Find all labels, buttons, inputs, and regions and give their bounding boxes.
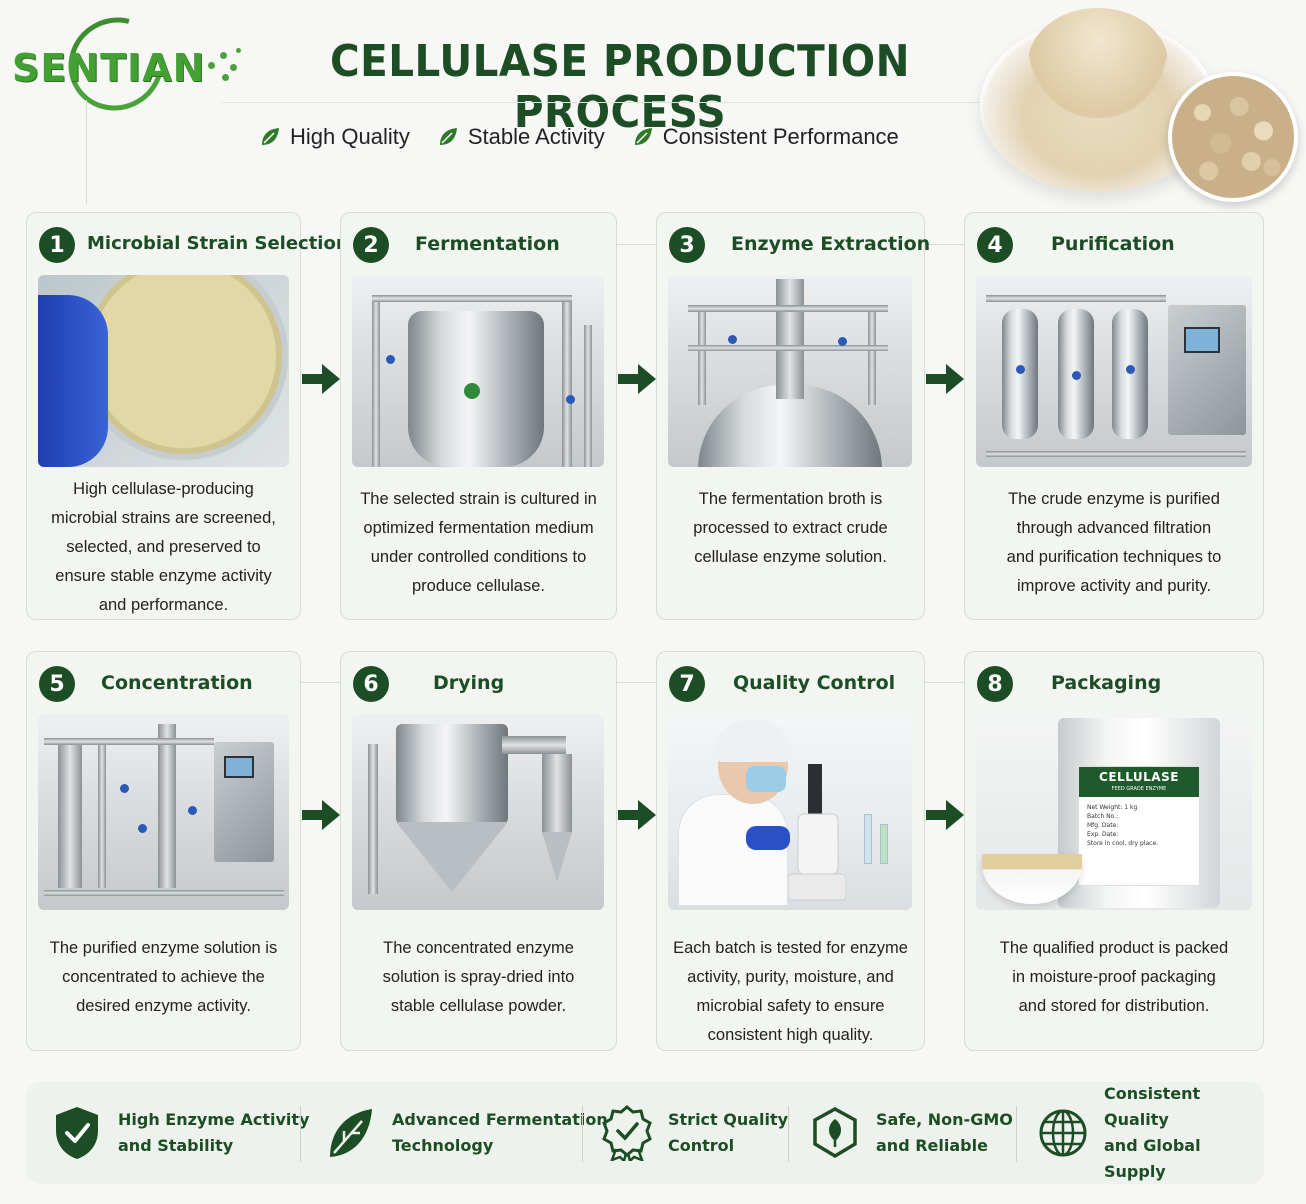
tagline-label: High Quality (290, 124, 410, 149)
fermenter-photo (352, 275, 604, 467)
extraction-equipment-photo (668, 275, 912, 467)
step-title: Microbial Strain Selection (87, 233, 349, 254)
leaf-icon (634, 128, 652, 145)
step-title: Purification (1051, 233, 1175, 255)
step-number: 6 (353, 666, 389, 702)
tagline-label: Stable Activity (467, 124, 605, 149)
divider (300, 1106, 301, 1162)
arrow-right-icon (618, 800, 656, 830)
step-number: 3 (669, 227, 705, 263)
connector-line (300, 682, 340, 683)
step-card-3: 3 Enzyme Extraction The fermentation bro… (656, 212, 930, 620)
tagline-label: Consistent Performance (662, 124, 899, 149)
purification-equipment-photo (976, 275, 1252, 467)
connector-line (924, 682, 964, 683)
divider (788, 1106, 789, 1162)
step-number: 2 (353, 227, 389, 263)
glove-shape (38, 295, 108, 467)
step-number: 8 (977, 666, 1013, 702)
step-card-1: 1 Microbial Strain Selection High cellul… (26, 212, 349, 620)
granules-image (1168, 72, 1298, 202)
step-card-4: 4 Purification The crude enzyme is purif… (964, 212, 1264, 620)
arrow-right-icon (926, 800, 964, 830)
product-name: CELLULASE (1099, 770, 1179, 784)
step-number: 7 (669, 666, 705, 702)
step-title: Concentration (101, 672, 253, 694)
arrow-right-icon (302, 800, 340, 830)
step-title: Fermentation (415, 233, 560, 255)
step-card-2: 2 Fermentation The selected strain is cu… (340, 212, 617, 620)
step-title: Packaging (1051, 672, 1162, 694)
step-card-7: 7 Quality Control Each batch is tested f… (656, 651, 925, 1051)
leaf-icon (439, 128, 457, 145)
step-title: Quality Control (733, 672, 896, 694)
spray-dryer-photo (352, 714, 604, 910)
tagline-item: Stable Activity (436, 124, 605, 150)
product-bag: CELLULASE FEED GRADE ENZYME Net Weight: … (1058, 718, 1220, 908)
step-number: 5 (39, 666, 75, 702)
tagline-row: High Quality Stable Activity Consistent … (258, 124, 958, 150)
shield-check-icon (56, 1107, 98, 1159)
arrow-right-icon (926, 364, 964, 394)
connector-line (616, 682, 656, 683)
divider (582, 1106, 583, 1162)
tagline-item: Consistent Performance (631, 124, 899, 150)
connector-line (300, 244, 340, 245)
quality-badge-icon (602, 1105, 652, 1161)
brand-logo: SENTIAN (12, 0, 244, 128)
divider (1016, 1106, 1017, 1162)
step-title: Drying (433, 672, 505, 694)
step-card-8: 8 Packaging CELLULASE FEED GRADE ENZYME … (964, 651, 1264, 1051)
product-grade: FEED GRADE ENZYME (1111, 786, 1167, 792)
tagline-item: High Quality (258, 124, 410, 150)
label-fields: Net Weight: 1 kg Batch No.: Mfg. Date: E… (1087, 804, 1159, 847)
step-number: 1 (39, 227, 75, 263)
hexagon-leaf-icon (813, 1107, 857, 1159)
arrow-right-icon (618, 364, 656, 394)
page-title: CELLULASE PRODUCTION PROCESS (329, 36, 911, 138)
lab-technician-photo (668, 714, 912, 910)
step-number: 4 (977, 227, 1013, 263)
leaf-icon (330, 1109, 372, 1157)
packaging-photo: CELLULASE FEED GRADE ENZYME Net Weight: … (976, 714, 1252, 910)
product-label: CELLULASE FEED GRADE ENZYME Net Weight: … (1078, 766, 1200, 886)
divider (222, 102, 982, 103)
connector-line (924, 244, 964, 245)
globe-icon (1039, 1109, 1087, 1157)
concentration-equipment-photo (38, 714, 289, 910)
molecule-icon (208, 46, 244, 86)
arrow-right-icon (302, 364, 340, 394)
leaf-icon (262, 128, 279, 145)
connector-line (616, 244, 656, 245)
logo-text: SENTIAN (12, 46, 206, 90)
petri-dish-photo (38, 275, 289, 467)
step-card-5: 5 Concentration The purified enzyme solu… (26, 651, 301, 1051)
step-title: Enzyme Extraction (731, 233, 931, 255)
divider (86, 100, 87, 204)
